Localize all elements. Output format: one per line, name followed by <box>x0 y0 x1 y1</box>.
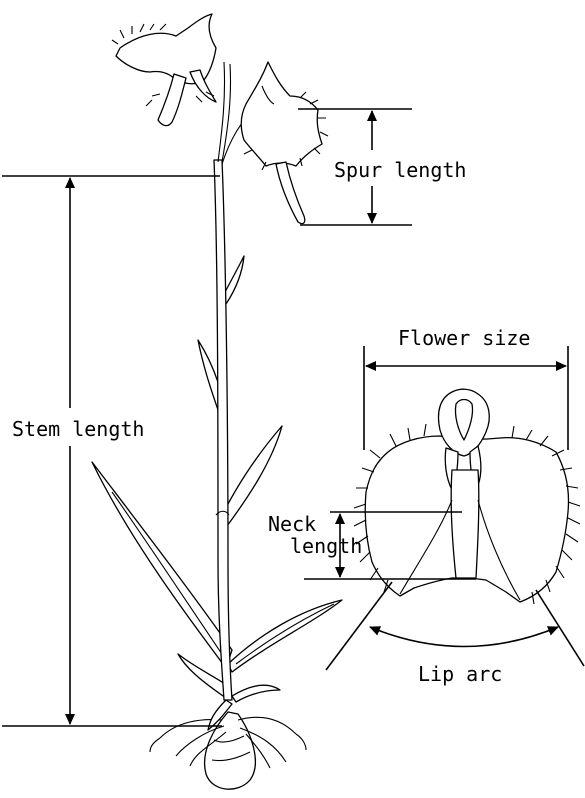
spur-length-label: Spur length <box>334 158 466 182</box>
orchid-flower-closeup <box>354 389 580 604</box>
flower-size-label: Flower size <box>398 326 530 350</box>
orchid-plant-drawing <box>92 14 342 789</box>
spur-length-dimension: Spur length <box>298 109 466 225</box>
stem-length-label: Stem length <box>12 417 144 441</box>
neck-length-label-line2: length <box>290 534 362 558</box>
neck-length-label-line1: Neck <box>268 512 316 536</box>
lip-arc-label: Lip arc <box>418 662 502 686</box>
stem-length-dimension: Stem length <box>2 176 222 726</box>
lip-arc-dimension: Lip arc <box>326 582 584 686</box>
